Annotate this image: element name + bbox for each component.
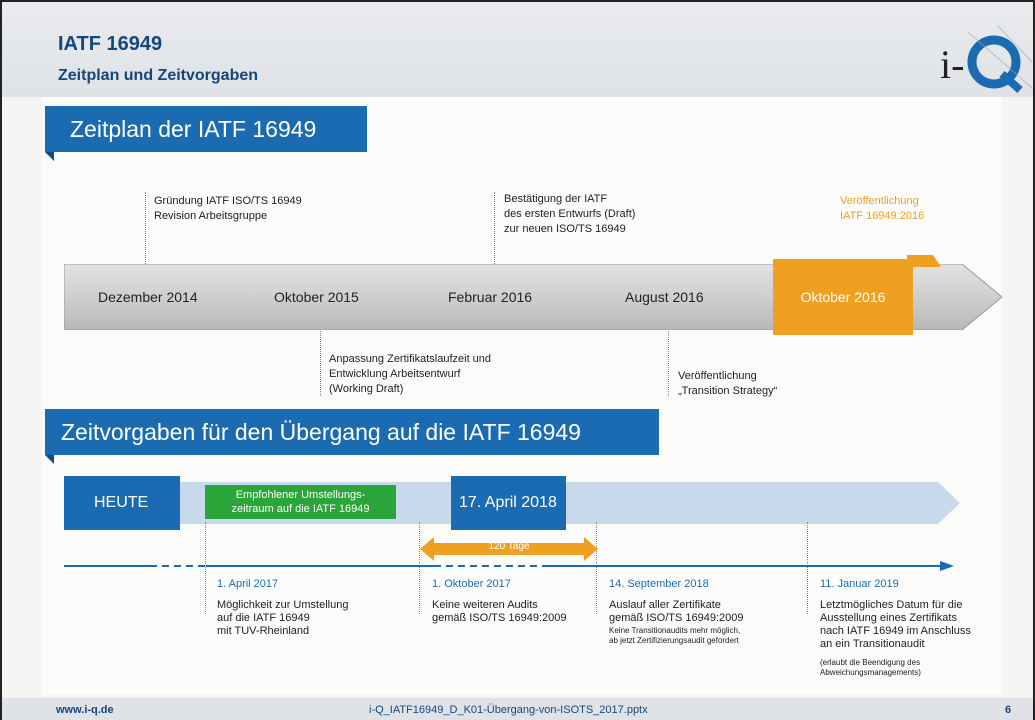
milestone-date-oct-2017: 1. Oktober 2017 [432, 578, 511, 590]
milestone-text-sep-2018: Auslauf aller Zertifikate gemäß ISO/TS 1… [609, 599, 744, 624]
milestone-text-jan-2019: Letztmögliches Datum für die Ausstellung… [820, 599, 971, 650]
footer-filename: i-Q_IATF16949_D_K01-Übergang-von-ISOTS_2… [369, 704, 648, 716]
footer-band [2, 698, 1033, 720]
date-dec-2014: Dezember 2014 [98, 289, 198, 305]
note-confirmation: Bestätigung der IATF des ersten Entwurfs… [504, 193, 636, 235]
note-publication: Veröffentlichung IATF 16949:2016 [840, 195, 925, 222]
milestone-text-oct-2017: Keine weiteren Audits gemäß ISO/TS 16949… [432, 599, 567, 624]
logo-text: i- [940, 42, 964, 87]
footer-website: www.i-q.de [56, 704, 114, 716]
slide-subtitle: Zeitplan und Zeitvorgaben [58, 67, 259, 84]
milestone-date-jan-2019: 11. Januar 2019 [820, 578, 899, 590]
timeline-arrow [64, 264, 1003, 330]
milestone-connector [807, 522, 808, 614]
days-label: 120 Tage [488, 541, 530, 552]
date-feb-2016: Februar 2016 [448, 289, 533, 305]
milestone-note-sep-2018: Keine Transitionaudits mehr möglich, ab … [609, 626, 741, 645]
milestone-text-apr-2017: Möglichkeit zur Umstellung auf die IATF … [217, 599, 349, 637]
date-oct-2016-highlight: Oktober 2016 [773, 259, 913, 335]
timeline-connector [320, 328, 321, 396]
date-oct-2015: Oktober 2015 [274, 289, 359, 305]
orange-box-tab [907, 255, 941, 267]
header-band [2, 2, 1033, 97]
section2-title: Zeitvorgaben für den Übergang auf die IA… [45, 409, 659, 455]
milestone-connector [205, 522, 206, 614]
band-fold [45, 455, 54, 464]
days-arrow [420, 537, 598, 561]
milestone-connector [419, 522, 420, 614]
milestone-connector [596, 522, 597, 614]
date-aug-2016: August 2016 [625, 289, 704, 305]
timeline-connector [494, 192, 495, 264]
milestone-date-apr-2017: 1. April 2017 [217, 578, 279, 590]
band-fold [45, 152, 54, 161]
deadline-box: 17. April 2018 [451, 476, 566, 530]
slide-title: IATF 16949 [58, 33, 163, 55]
slide-content [42, 97, 1002, 695]
recommended-window-box: Empfohlener Umstellungs- zeitraum auf di… [205, 485, 396, 519]
today-box: HEUTE [64, 476, 180, 530]
iq-logo: i- [940, 25, 1033, 93]
note-transition-strategy: Veröffentlichung „Transition Strategy“ [678, 370, 778, 397]
time-axis [64, 561, 954, 571]
timeline-connector [145, 192, 146, 264]
page-number: 6 [1005, 704, 1012, 716]
note-founding: Gründung IATF ISO/TS 16949 Revision Arbe… [154, 195, 302, 222]
milestone-note-jan-2019: (erlaubt die Beendigung des Abweichungsm… [820, 658, 921, 677]
note-adjustment: Anpassung Zertifikatslaufzeit und Entwic… [329, 353, 492, 395]
timeline-connector [668, 328, 669, 396]
milestone-date-sep-2018: 14. September 2018 [609, 578, 709, 590]
section1-title: Zeitplan der IATF 16949 [45, 106, 367, 152]
